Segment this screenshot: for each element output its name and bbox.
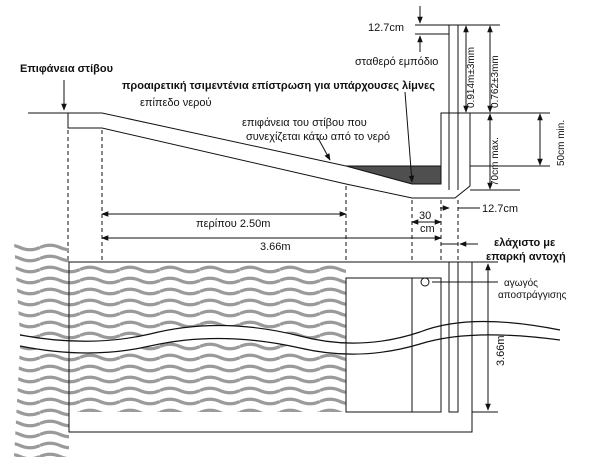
fixed-obstacle-post — [448, 24, 459, 114]
drain-icon — [420, 277, 430, 287]
dimensions — [101, 6, 550, 413]
label-dim-top: 12.7cm — [368, 22, 404, 34]
water-left-bot — [14, 334, 69, 457]
extension-lines — [67, 130, 459, 260]
label-dim-250: περίπου 2.50m — [196, 218, 270, 230]
side-elevation — [28, 24, 490, 199]
text-labels: Επιφάνεια στίβου προαιρετική τσιμεντένια… — [20, 22, 567, 366]
label-min-strength-1: ελάχιστο με — [494, 237, 556, 249]
label-drain-1: αγωγός — [504, 277, 538, 289]
label-dim-30-a: 30 — [419, 210, 431, 222]
label-surface-continues-1: επιφάνεια του στίβου που — [242, 117, 367, 129]
label-dim-0762: 0.762±3mm — [490, 55, 501, 108]
label-dim-30-b: cm — [420, 223, 435, 235]
concrete-fill — [345, 165, 442, 185]
label-drain-2: αποστράγγισης — [498, 289, 567, 301]
label-surface-continues-2: συνεχίζεται κάτω από το νερό — [246, 131, 390, 143]
break-line-upper — [19, 320, 561, 344]
label-dim-0914: 0.914m±3mm — [466, 47, 477, 108]
label-dim-70: 70cm max. — [490, 137, 501, 186]
label-dim-366-h: 3.66m — [260, 241, 291, 253]
water-left-top — [14, 242, 69, 344]
break-line-lower — [19, 334, 561, 355]
concrete-arrow — [404, 91, 415, 183]
slope-top-line — [68, 112, 347, 167]
plan-view — [14, 242, 561, 457]
plan-deep-section — [345, 277, 442, 413]
label-water-level: επίπεδο νερού — [140, 97, 212, 109]
plan-outline — [68, 261, 473, 433]
label-min-strength-2: επαρκή αντοχή — [486, 251, 566, 263]
continues-arrow — [317, 137, 331, 161]
label-optional-concrete: προαιρετική τσιμεντένια επίστρωση για υπ… — [122, 80, 435, 92]
label-dim-127-mid: 12.7cm — [482, 203, 518, 215]
label-dim-366-v: 3.66m — [495, 335, 507, 366]
label-dim-50: 50cm min. — [556, 120, 567, 166]
label-fixed-obstacle: σταθερό εμπόδιο — [355, 56, 438, 68]
label-top-surface: Επιφάνεια στίβου — [20, 63, 113, 75]
